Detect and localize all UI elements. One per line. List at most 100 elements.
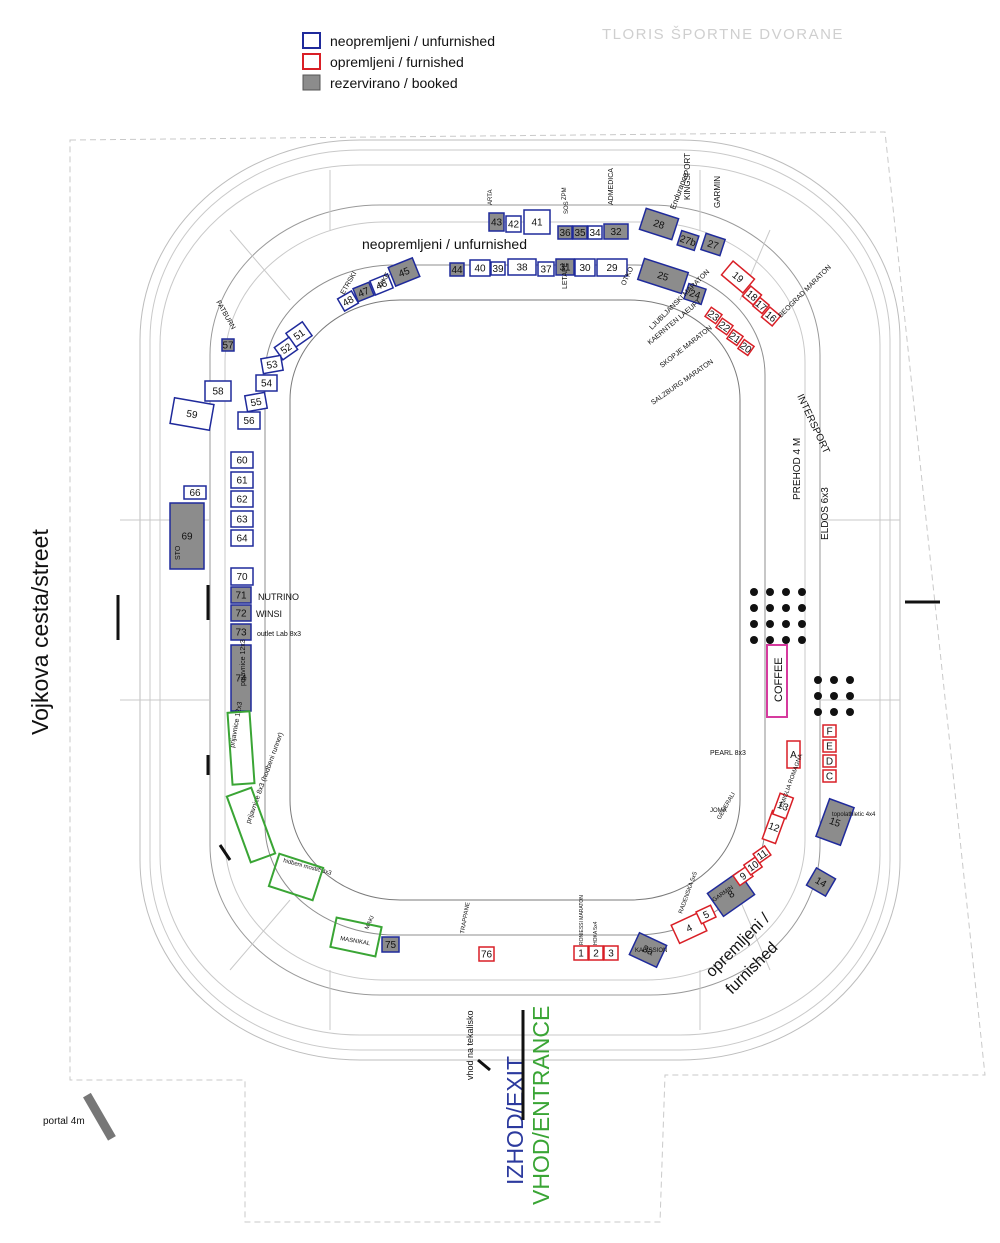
booth-71[interactable]: 71 [230,586,252,604]
booth-42[interactable]: 42 [505,215,522,233]
booth-box[interactable] [771,792,795,820]
booth-41[interactable]: 41 [523,209,551,235]
booth-35[interactable]: 35 [572,225,588,240]
booth-box[interactable] [736,338,756,357]
booth-box[interactable] [352,281,375,303]
booth-box[interactable] [725,328,745,347]
booth-box[interactable] [507,258,537,276]
booth-63[interactable]: 63 [230,510,254,528]
booth-13[interactable]: 13 [771,792,795,820]
booth-20[interactable]: 20 [736,338,756,357]
registration-zone-2[interactable] [225,786,277,864]
booth-box[interactable] [760,305,782,328]
booth-box[interactable] [555,258,575,276]
booth-box[interactable] [169,396,215,432]
booth-73[interactable]: 73 [230,623,252,641]
booth-box[interactable] [695,904,717,925]
booth-box[interactable] [259,354,285,375]
booth-box[interactable] [786,740,801,769]
booth-d[interactable]: D [822,754,837,768]
booth-66[interactable]: 66 [183,485,207,500]
booth-box[interactable] [230,510,254,528]
booth-53[interactable]: 53 [259,354,285,375]
booth-box[interactable] [714,317,735,336]
booth-box[interactable] [636,257,690,295]
booth-15[interactable]: 15 [814,797,856,847]
booth-74[interactable]: 74 [230,644,252,712]
booth-70[interactable]: 70 [230,567,254,586]
booth-46[interactable]: 46 [368,273,395,296]
booth-box[interactable] [273,336,299,361]
booth-30[interactable]: 30 [574,258,596,277]
booth-box[interactable] [603,223,629,240]
booth-25[interactable]: 25 [636,257,690,295]
booth-14[interactable]: 14 [805,866,837,898]
booth-37[interactable]: 37 [537,261,555,277]
booth-36[interactable]: 36 [557,225,573,240]
booth-box[interactable] [230,490,254,508]
booth-box[interactable] [368,273,395,296]
booth-5[interactable]: 5 [695,904,717,925]
booth-23[interactable]: 23 [703,306,724,325]
booth-29[interactable]: 29 [596,258,628,277]
booth-box[interactable] [814,797,856,847]
booth-40[interactable]: 40 [469,259,491,277]
booth-21[interactable]: 21 [725,328,745,347]
booth-box[interactable] [572,225,588,240]
booth-box[interactable] [587,225,603,240]
booth-box[interactable] [505,215,522,233]
booth-31[interactable]: 31 [555,258,575,276]
booth-61[interactable]: 61 [230,471,254,489]
booth-a[interactable]: A [786,740,801,769]
booth-56[interactable]: 56 [237,411,261,430]
booth-box[interactable] [805,866,837,898]
booth-box[interactable] [488,212,505,232]
booth-34[interactable]: 34 [587,225,603,240]
booth-f[interactable]: F [822,724,837,738]
booth-32[interactable]: 32 [603,223,629,240]
booth-45[interactable]: 45 [387,256,421,288]
booth-c[interactable]: C [822,769,837,783]
booth-60[interactable]: 60 [230,451,254,469]
booth-75[interactable]: 75 [381,936,400,953]
booth-27b[interactable]: 27b [676,229,700,252]
booth-24[interactable]: 24 [683,282,707,306]
booth-box[interactable] [230,471,254,489]
booth-box[interactable] [822,724,837,738]
booth-box[interactable] [822,754,837,768]
registration-zone-1[interactable] [226,710,256,786]
booth-box[interactable] [557,225,573,240]
booth-box[interactable] [230,604,252,622]
booth-12[interactable]: 12 [761,809,787,845]
booth-box[interactable] [469,259,491,277]
booth-box[interactable] [603,945,619,961]
booth-box[interactable] [243,391,269,413]
registration-zone-3[interactable] [267,852,325,902]
booth-59[interactable]: 59 [169,396,215,432]
booth-16[interactable]: 16 [760,305,782,328]
booth-28[interactable]: 28 [638,207,680,241]
booth-box[interactable] [169,502,205,570]
booth-box[interactable] [523,209,551,235]
booth-box[interactable] [703,306,724,325]
booth-54[interactable]: 54 [255,374,278,392]
booth-39[interactable]: 39 [490,261,506,276]
booth-box[interactable] [822,739,837,753]
booth-box[interactable] [183,485,207,500]
booth-box[interactable] [255,374,278,392]
booth-box[interactable] [574,258,596,277]
booth-55[interactable]: 55 [243,391,269,413]
booth-box[interactable] [720,260,756,294]
booth-3[interactable]: 3 [603,945,619,961]
booth-box[interactable] [490,261,506,276]
booth-box[interactable] [699,232,727,257]
booth-57[interactable]: 57 [221,338,235,352]
booth-47[interactable]: 47 [352,281,375,303]
booth-64[interactable]: 64 [230,529,254,547]
booth-box[interactable] [822,769,837,783]
booth-43[interactable]: 43 [488,212,505,232]
booth-box[interactable] [596,258,628,277]
booth-19[interactable]: 19 [720,260,756,294]
booth-2[interactable]: 2 [588,945,604,961]
booth-box[interactable] [381,936,400,953]
